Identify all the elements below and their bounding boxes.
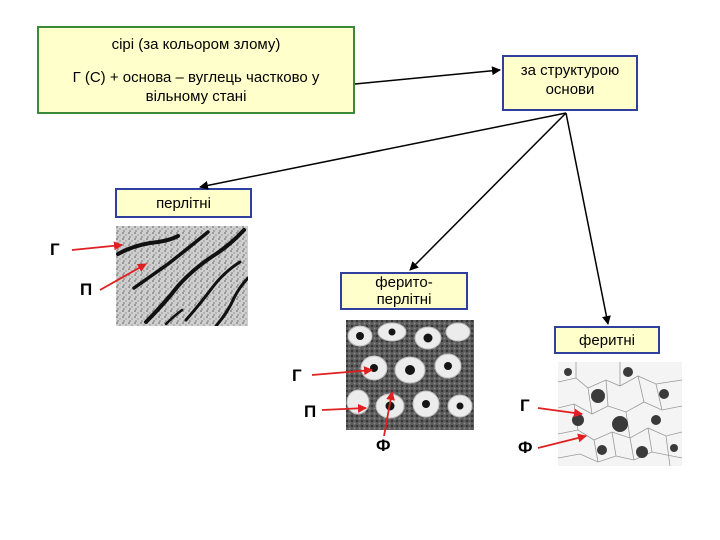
by-matrix-structure-box: за структурою основи (502, 55, 638, 111)
label-pearlitic-graphite: Г (50, 240, 60, 259)
label-ferritic-ferrite: Ф (518, 438, 533, 457)
cast-iron-definition-box: сірі (за кольором злому) Г (С) + основа … (37, 26, 355, 114)
arrow-to-structure (354, 66, 501, 85)
ferrite-pearlitic-box: ферито-перлітні (340, 272, 468, 310)
arrow-fp-graphite (311, 366, 373, 376)
arrow-ferritic-ferrite (537, 433, 587, 449)
label-ferritic-graphite: Г (520, 396, 530, 415)
label-fp-pearlite: П (304, 402, 317, 421)
pearlitic-micrograph (116, 226, 248, 326)
pearlitic-box: перлітні (115, 188, 252, 218)
label-fp-graphite: Г (292, 366, 302, 385)
ferrite-pearlitic-label: ферито-перлітні (375, 274, 433, 308)
ferritic-micrograph (558, 362, 682, 466)
arrow-pearlitic-pearlite (99, 263, 147, 291)
arrow-to-pearlitic (199, 112, 567, 190)
arrow-to-ferritic (565, 112, 611, 325)
grey-cast-iron-description: Г (С) + основа – вуглець частково у віль… (72, 69, 320, 105)
label-fp-ferrite: Ф (376, 436, 391, 455)
ferritic-box: феритні (554, 326, 660, 354)
arrow-fp-ferrite (383, 391, 395, 437)
arrow-to-ferrite-pearlitic (409, 112, 567, 271)
arrow-pearlitic-graphite (71, 241, 123, 251)
arrow-fp-pearlite (321, 403, 367, 413)
arrow-ferritic-graphite (537, 407, 583, 418)
label-pearlitic-pearlite: П (80, 280, 93, 299)
ferrite-pearlitic-micrograph (346, 320, 474, 430)
grey-cast-iron-title: сірі (за кольором злому) (111, 36, 281, 53)
